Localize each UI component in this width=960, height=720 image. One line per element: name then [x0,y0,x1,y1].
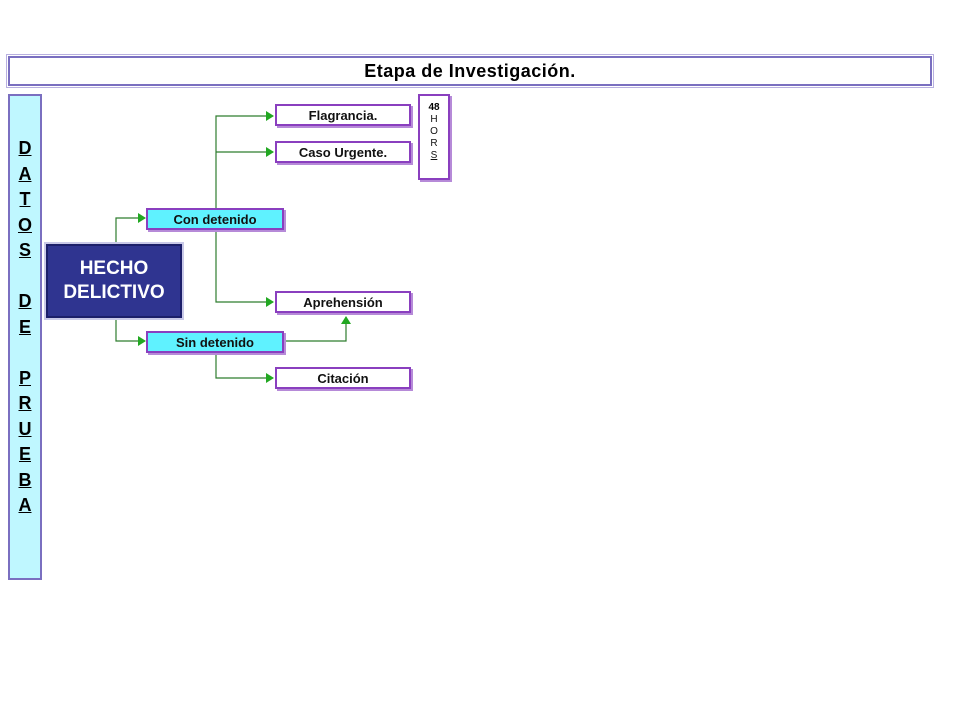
side-letter: E [18,316,31,337]
connector-sin-aprehension [286,316,351,342]
node-flagrancia: Flagrancia. [275,104,411,126]
hours-number: 48 [428,102,440,113]
connector-hecho-con-detenido [115,213,146,244]
side-letter: R [18,393,32,413]
side-letter: D [18,138,32,158]
hecho-line1: HECHO [79,258,149,279]
hours-letter: R [430,138,438,149]
node-citacion: Citación [275,367,411,389]
connector-sin-citacion [215,352,274,383]
side-letter: E [18,444,31,464]
side-letter: B [18,469,32,490]
connector-hecho-sin-detenido [115,318,146,346]
side-letter: A [18,495,32,515]
node-sin-detenido: Sin detenido [146,331,284,353]
side-letter: T [19,189,31,209]
title-bar: Etapa de Investigación. [6,54,934,88]
side-letter: A [18,163,32,184]
node-caso-urgente: Caso Urgente. [275,141,411,163]
side-letter: U [18,418,32,439]
hours-letter: S [430,150,438,161]
hours-letter: O [430,126,438,137]
hecho-delictivo-node: HECHO DELICTIVO [44,242,184,320]
side-letter: O [17,214,32,235]
hecho-line2: DELICTIVO [63,282,165,303]
hours-letter: H [430,114,438,125]
connector-con-aprehension [215,230,274,307]
side-letter: D [18,291,32,311]
side-letter: P [18,367,31,388]
node-con-detenido: Con detenido [146,208,284,230]
page-title: Etapa de Investigación. [364,60,576,81]
node-aprehension: Aprehensión [275,291,411,313]
side-letter: S [18,240,31,260]
hours-box: 48 H O R S [418,94,450,180]
connector-con-flagrancia [215,111,274,208]
